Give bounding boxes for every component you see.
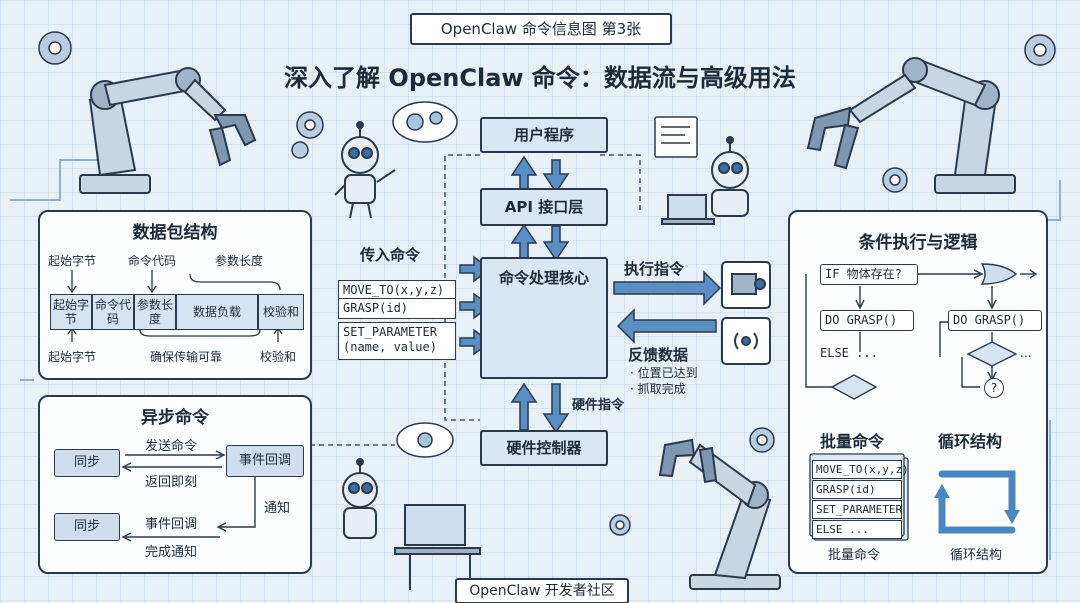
async-arrows [121, 450, 256, 542]
batch-item: GRASP(id) [812, 480, 902, 499]
packet-cell-command: 命令代码 [92, 294, 134, 330]
robot-top-icon [334, 121, 396, 219]
robot-laptop-icon [661, 136, 749, 225]
robot-desk-icon [342, 458, 481, 590]
if-condition-box: IF 物体存在? [820, 264, 918, 285]
core-box: 命令处理核心 [480, 257, 608, 379]
notify-label: 通知 [264, 501, 291, 516]
feedback-item: · 位置已达到 [630, 366, 698, 380]
packet-bottom-label: 起始字节 [48, 350, 97, 364]
batch-item: SET_PARAMETER [812, 500, 902, 519]
sync-box-1: 同步 [54, 449, 120, 477]
core-label: 命令处理核心 [498, 269, 589, 287]
page-title: 深入了解 OpenClaw 命令：数据流与高级用法 [284, 64, 796, 92]
batch-item: MOVE_TO(x,y,z) [812, 460, 909, 479]
sync-box-2: 同步 [54, 513, 120, 541]
packet-top-label: 起始字节 [48, 254, 97, 268]
send-command-label: 发送命令 [145, 439, 198, 454]
feedback-title: 反馈数据 [628, 346, 689, 364]
packet-bottom-label: 确保传输可靠 [150, 350, 223, 364]
thought-cloud-icon [392, 101, 458, 143]
batch-item: ELSE ... [812, 520, 902, 539]
incoming-commands-label: 传入命令 [360, 246, 421, 264]
incoming-cmd-setparam: SET_PARAMETER (name, value) [338, 322, 456, 360]
do-grasp-box-1: DO GRASP() [820, 310, 914, 331]
hardware-command-label: 硬件指令 [572, 398, 625, 413]
packet-bottom-label: 校验和 [260, 350, 297, 364]
packet-top-label: 参数长度 [215, 254, 264, 268]
packet-cell-payload: 数据负载 [176, 294, 258, 330]
packet-cell-length: 参数长度 [134, 294, 176, 330]
incoming-cmd-grasp: GRASP(id) [338, 298, 456, 319]
packet-cell-start: 起始字节 [50, 294, 92, 330]
do-grasp-box-2: DO GRASP() [948, 310, 1042, 331]
robot-arm-bottom-icon [658, 438, 781, 590]
logic-dots: ... [1020, 346, 1032, 360]
return-immediately-label: 返回即刻 [145, 475, 198, 490]
else-label: ELSE ... [820, 346, 878, 360]
user-program-box: 用户程序 [480, 117, 608, 153]
decision-question: ? [984, 378, 1004, 398]
logic-title: 条件执行与逻辑 [858, 233, 978, 253]
packet-cell-checksum: 校验和 [258, 294, 304, 330]
logic-panel: 条件执行与逻辑 [788, 210, 1048, 574]
loop-caption: 循环结构 [950, 548, 1003, 563]
packet-top-label: 命令代码 [128, 254, 177, 268]
robot-arm-left-icon [79, 67, 257, 194]
event-callback-label: 事件回调 [145, 517, 198, 532]
motor-icon [721, 261, 771, 309]
execute-label: 执行指令 [624, 260, 685, 278]
hardware-controller-box: 硬件控制器 [480, 430, 608, 466]
loop-icon [938, 470, 1016, 534]
header-badge: OpenClaw 命令信息图 第3张 [410, 13, 672, 45]
gear-icon [38, 31, 1056, 536]
batch-caption: 批量命令 [828, 548, 881, 563]
async-title: 异步命令 [141, 408, 209, 428]
event-callback-box: 事件回调 [226, 445, 304, 477]
packet-title: 数据包结构 [132, 223, 218, 243]
sensor-icon [721, 317, 771, 365]
loop-title: 循环结构 [938, 432, 1003, 451]
done-notify-label: 完成通知 [145, 545, 198, 560]
feedback-item: · 抓取完成 [630, 382, 686, 396]
footer-badge: OpenClaw 开发者社区 [455, 578, 629, 603]
batch-title: 批量命令 [820, 432, 885, 451]
robot-arm-right-icon [806, 57, 1016, 194]
api-layer-box: API 接口层 [480, 188, 608, 226]
async-commands-panel: 异步命令 同步 事件回调 同步 发送命令 返回即刻 通知 事件回调 完成通知 [38, 395, 312, 574]
code-window-icon [654, 116, 698, 158]
thought-cloud-icon [396, 422, 454, 458]
packet-structure-panel: 数据包结构 起始字节 命令代码 参数长度 起始字节 命令代码 参数长度 数据负载… [38, 210, 312, 380]
